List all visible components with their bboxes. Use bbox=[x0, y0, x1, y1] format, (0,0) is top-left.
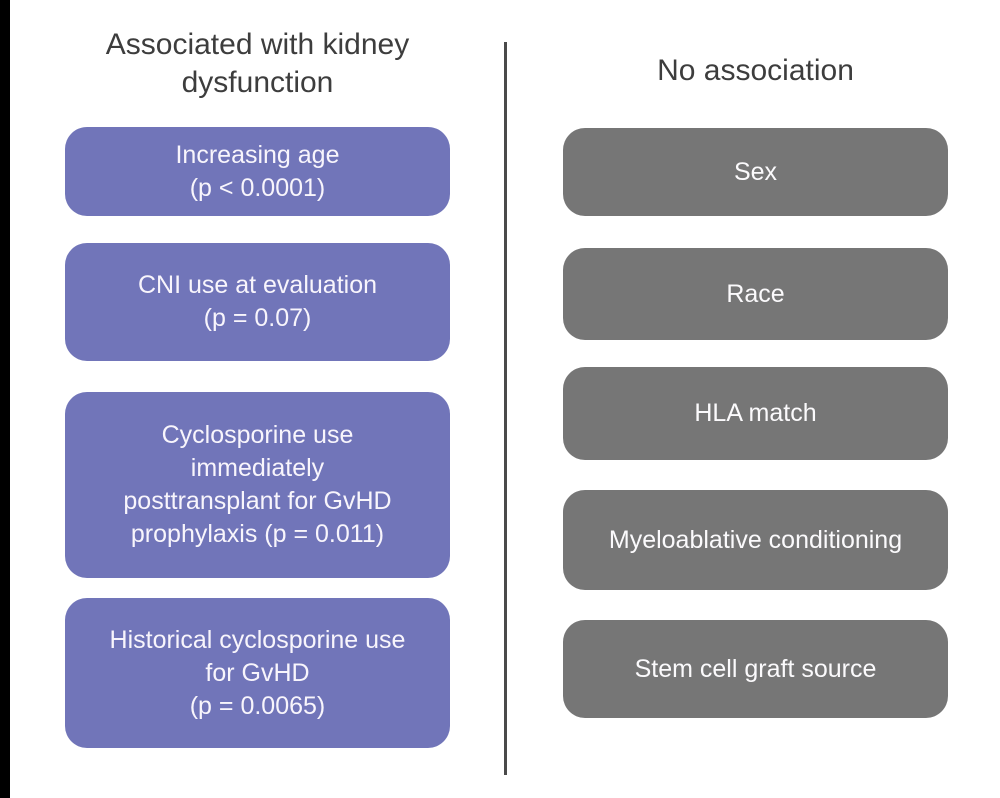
no-association-box-sex: Sex bbox=[563, 128, 948, 216]
right-column-header: No association bbox=[657, 54, 854, 87]
factor-box-cni-use: CNI use at evaluation (p = 0.07) bbox=[65, 243, 450, 361]
left-edge-bar bbox=[0, 0, 10, 798]
factor-box-historical-cyclosporine: Historical cyclosporine use for GvHD (p … bbox=[65, 598, 450, 748]
column-divider-line bbox=[504, 42, 507, 775]
factor-box-increasing-age: Increasing age (p < 0.0001) bbox=[65, 127, 450, 216]
no-association-box-myeloablative-conditioning: Myeloablative conditioning bbox=[563, 490, 948, 590]
no-association-box-race: Race bbox=[563, 248, 948, 340]
no-association-box-hla-match: HLA match bbox=[563, 367, 948, 460]
left-column-header: Associated with kidney dysfunction bbox=[105, 28, 410, 99]
factor-box-cyclosporine-posttransplant: Cyclosporine use immediately posttranspl… bbox=[65, 392, 450, 578]
no-association-box-stem-cell-graft-source: Stem cell graft source bbox=[563, 620, 948, 718]
